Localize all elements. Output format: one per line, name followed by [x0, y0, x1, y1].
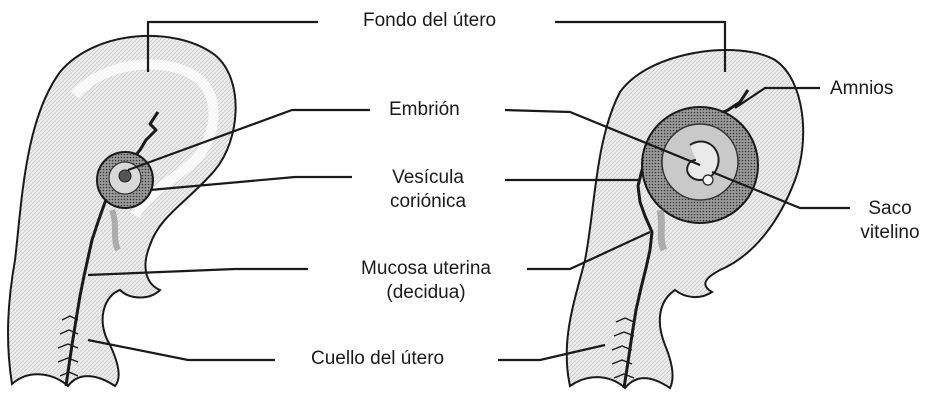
left-uterus: [8, 36, 236, 386]
label-chorionic-line2: coriónica: [366, 190, 490, 214]
label-yolk-line2: vitelino: [852, 221, 928, 245]
label-mucosa: Mucosa uterina (decidua): [336, 257, 516, 305]
label-chorionic-vesicle: Vesícula coriónica: [366, 166, 490, 214]
label-mucosa-line1: Mucosa uterina: [336, 257, 516, 281]
label-fundus: Fondo del útero: [363, 9, 496, 33]
label-cervix: Cuello del útero: [311, 347, 444, 371]
label-yolk-sac: Saco vitelino: [852, 197, 928, 245]
label-amnion: Amnios: [830, 77, 893, 101]
label-chorionic-line1: Vesícula: [366, 166, 490, 190]
label-mucosa-line2: (decidua): [336, 281, 516, 305]
right-uterus: [567, 50, 803, 388]
label-yolk-line1: Saco: [852, 197, 928, 221]
label-embryo: Embrión: [389, 98, 460, 122]
